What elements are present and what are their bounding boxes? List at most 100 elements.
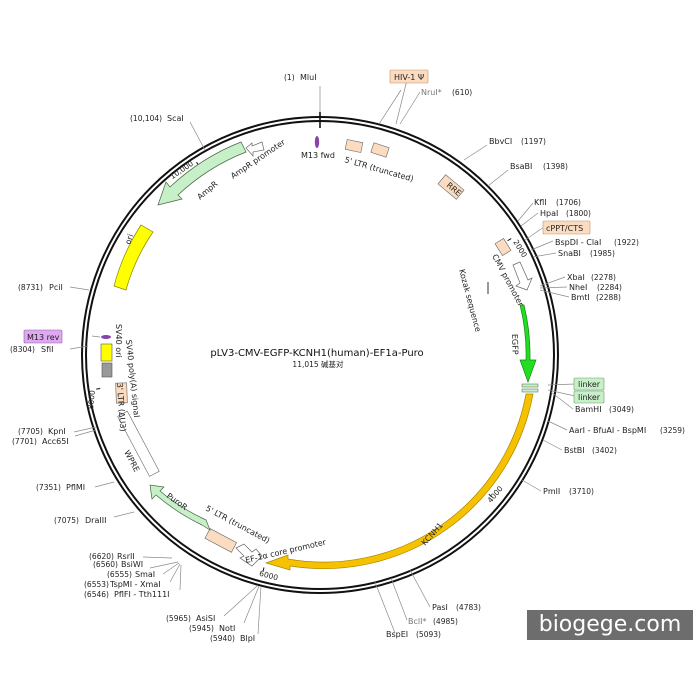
linker-label-box-b xyxy=(573,390,605,404)
hiv-psi-label: HIV-1 Ψ xyxy=(394,73,424,82)
site-name-noti: NotI xyxy=(219,624,235,633)
site-pos-aari: (3259) xyxy=(660,426,685,435)
site-pos-scai: (10,104) xyxy=(130,114,162,123)
cppt-box xyxy=(494,238,512,256)
tick-4000 xyxy=(488,493,493,498)
site-pos-draiii: (7075) xyxy=(54,516,79,525)
boxed-labels: HIV-1 Ψ cPPT/CTS linker linker M13 rev xyxy=(23,69,605,404)
linker-box-b xyxy=(521,388,539,393)
linker-label-box-a xyxy=(573,377,605,391)
site-name-draiii: DraIII xyxy=(85,516,106,525)
site-pos-bamhi: (3049) xyxy=(609,405,634,414)
site-pos-smai: (6555) xyxy=(107,570,132,579)
label-ltr3: 3' LTR (ΔU3) xyxy=(115,383,127,432)
site-name-bspei: BspEI xyxy=(386,630,408,639)
site-pos-bbvci: (1197) xyxy=(521,137,546,146)
site-pos-pflfi: (6546) xyxy=(84,590,109,599)
label-kozak: Kozak sequence xyxy=(457,268,482,333)
cmv-promoter-arrow xyxy=(512,261,533,291)
label-sv40-ori: SV40 ori xyxy=(114,324,123,358)
site-name-tspmi: TspMI - XmaI xyxy=(109,580,161,589)
ori-arrow xyxy=(113,224,154,291)
site-name-bspdi-clai: BspDI - ClaI xyxy=(555,238,601,247)
site-name-bsiwi: BsiWI xyxy=(121,560,143,569)
label-ori: ori xyxy=(123,233,135,246)
site-pos-bmti: (2288) xyxy=(596,293,621,302)
site-name-snabi: SnaBI xyxy=(558,249,581,258)
leader-lines xyxy=(69,79,576,635)
site-pos-xbai: (2278) xyxy=(591,273,616,282)
site-pos-hpai: (1800) xyxy=(566,209,591,218)
label-kcnh1: KCNH1 xyxy=(420,521,445,547)
label-ltr5-top: 5' LTR (truncated) xyxy=(343,155,414,183)
label-egfp: EGFP xyxy=(510,334,520,355)
site-name-pflfi: PflFI - Tth111I xyxy=(114,590,170,599)
site-pos-bsabi: (1398) xyxy=(543,162,568,171)
site-name-bsabi: BsaBI xyxy=(510,162,532,171)
site-labels: (1) MluI NruI* (610) BbvCI (1197) BsaBI … xyxy=(10,73,685,643)
label-ampr: AmpR xyxy=(196,179,220,202)
site-pos-mlui: (1) xyxy=(284,73,295,82)
sv40-polya-box xyxy=(101,362,113,378)
site-pos-rsrii: (6620) xyxy=(89,552,114,561)
label-m13-fwd: M13 fwd xyxy=(301,151,335,160)
site-name-smai: SmaI xyxy=(135,570,155,579)
linker-box-a xyxy=(521,383,539,388)
site-name-acc65i: Acc65I xyxy=(42,437,69,446)
site-pos-pasi: (4783) xyxy=(456,603,481,612)
site-pos-blpi: (5940) xyxy=(210,634,235,643)
linker-label-b: linker xyxy=(578,393,601,402)
features xyxy=(100,136,539,571)
site-pos-pcii: (8731) xyxy=(18,283,43,292)
tick-label-6000: 6000 xyxy=(258,569,279,583)
plasmid-size: 11,015 碱基对 xyxy=(292,359,344,369)
site-name-xbai: XbaI xyxy=(567,273,585,282)
site-pos-nhei: (2284) xyxy=(597,283,622,292)
site-pos-acc65i: (7701) xyxy=(12,437,37,446)
site-pos-tspmi: (6553) xyxy=(84,580,109,589)
tick-2000 xyxy=(507,238,512,242)
site-name-bbvci: BbvCI xyxy=(489,137,512,146)
site-name-mlui: MluI xyxy=(300,73,317,82)
ampr-promoter-arrow xyxy=(245,141,265,157)
wpre-box xyxy=(117,410,160,477)
site-pos-sfii: (8304) xyxy=(10,345,35,354)
site-name-bcli: BclI* xyxy=(408,617,426,626)
site-pos-bsiwi: (6560) xyxy=(93,560,118,569)
site-name-asisi: AsiSI xyxy=(196,614,215,623)
site-name-nhei: NheI xyxy=(569,283,587,292)
cppt-label: cPPT/CTS xyxy=(546,224,583,233)
site-pos-bspdi-clai: (1922) xyxy=(614,238,639,247)
site-pos-noti: (5945) xyxy=(189,624,214,633)
ltr5-box-a xyxy=(344,139,364,153)
m13-rev-label: M13 rev xyxy=(27,333,60,342)
site-name-rsrii: RsrII xyxy=(117,552,135,561)
site-name-nrui: NruI* xyxy=(421,88,442,97)
tick-label-2000: 2000 xyxy=(511,238,529,259)
site-name-blpi: BlpI xyxy=(240,634,255,643)
ampr-arrow xyxy=(157,141,247,206)
tick-label-8000: 8000 xyxy=(86,390,97,410)
site-name-bstbi: BstBI xyxy=(564,446,585,455)
m13-fwd-marker xyxy=(314,136,320,148)
site-name-kpni: KpnI xyxy=(48,427,66,436)
site-name-aari: AarI - BfuAI - BspMI xyxy=(569,426,646,435)
tick-8000 xyxy=(96,388,101,390)
m13-rev-marker xyxy=(101,335,111,339)
site-name-sfii: SfiI xyxy=(41,345,53,354)
site-pos-bstbi: (3402) xyxy=(592,446,617,455)
ltr3-box xyxy=(115,382,128,404)
site-name-pcii: PciI xyxy=(49,283,63,292)
egfp-arrow xyxy=(519,304,537,384)
site-pos-asisi: (5965) xyxy=(166,614,191,623)
site-name-pasi: PasI xyxy=(432,603,448,612)
cppt-label-box xyxy=(542,220,591,235)
site-pos-bspei: (5093) xyxy=(416,630,441,639)
site-name-bamhi: BamHI xyxy=(575,405,602,414)
sv40-ori-box xyxy=(100,343,113,362)
site-pos-kpni: (7705) xyxy=(18,427,43,436)
puror-arrow xyxy=(149,484,211,531)
tick-6000 xyxy=(262,567,265,572)
watermark: biogege.com xyxy=(527,610,693,640)
